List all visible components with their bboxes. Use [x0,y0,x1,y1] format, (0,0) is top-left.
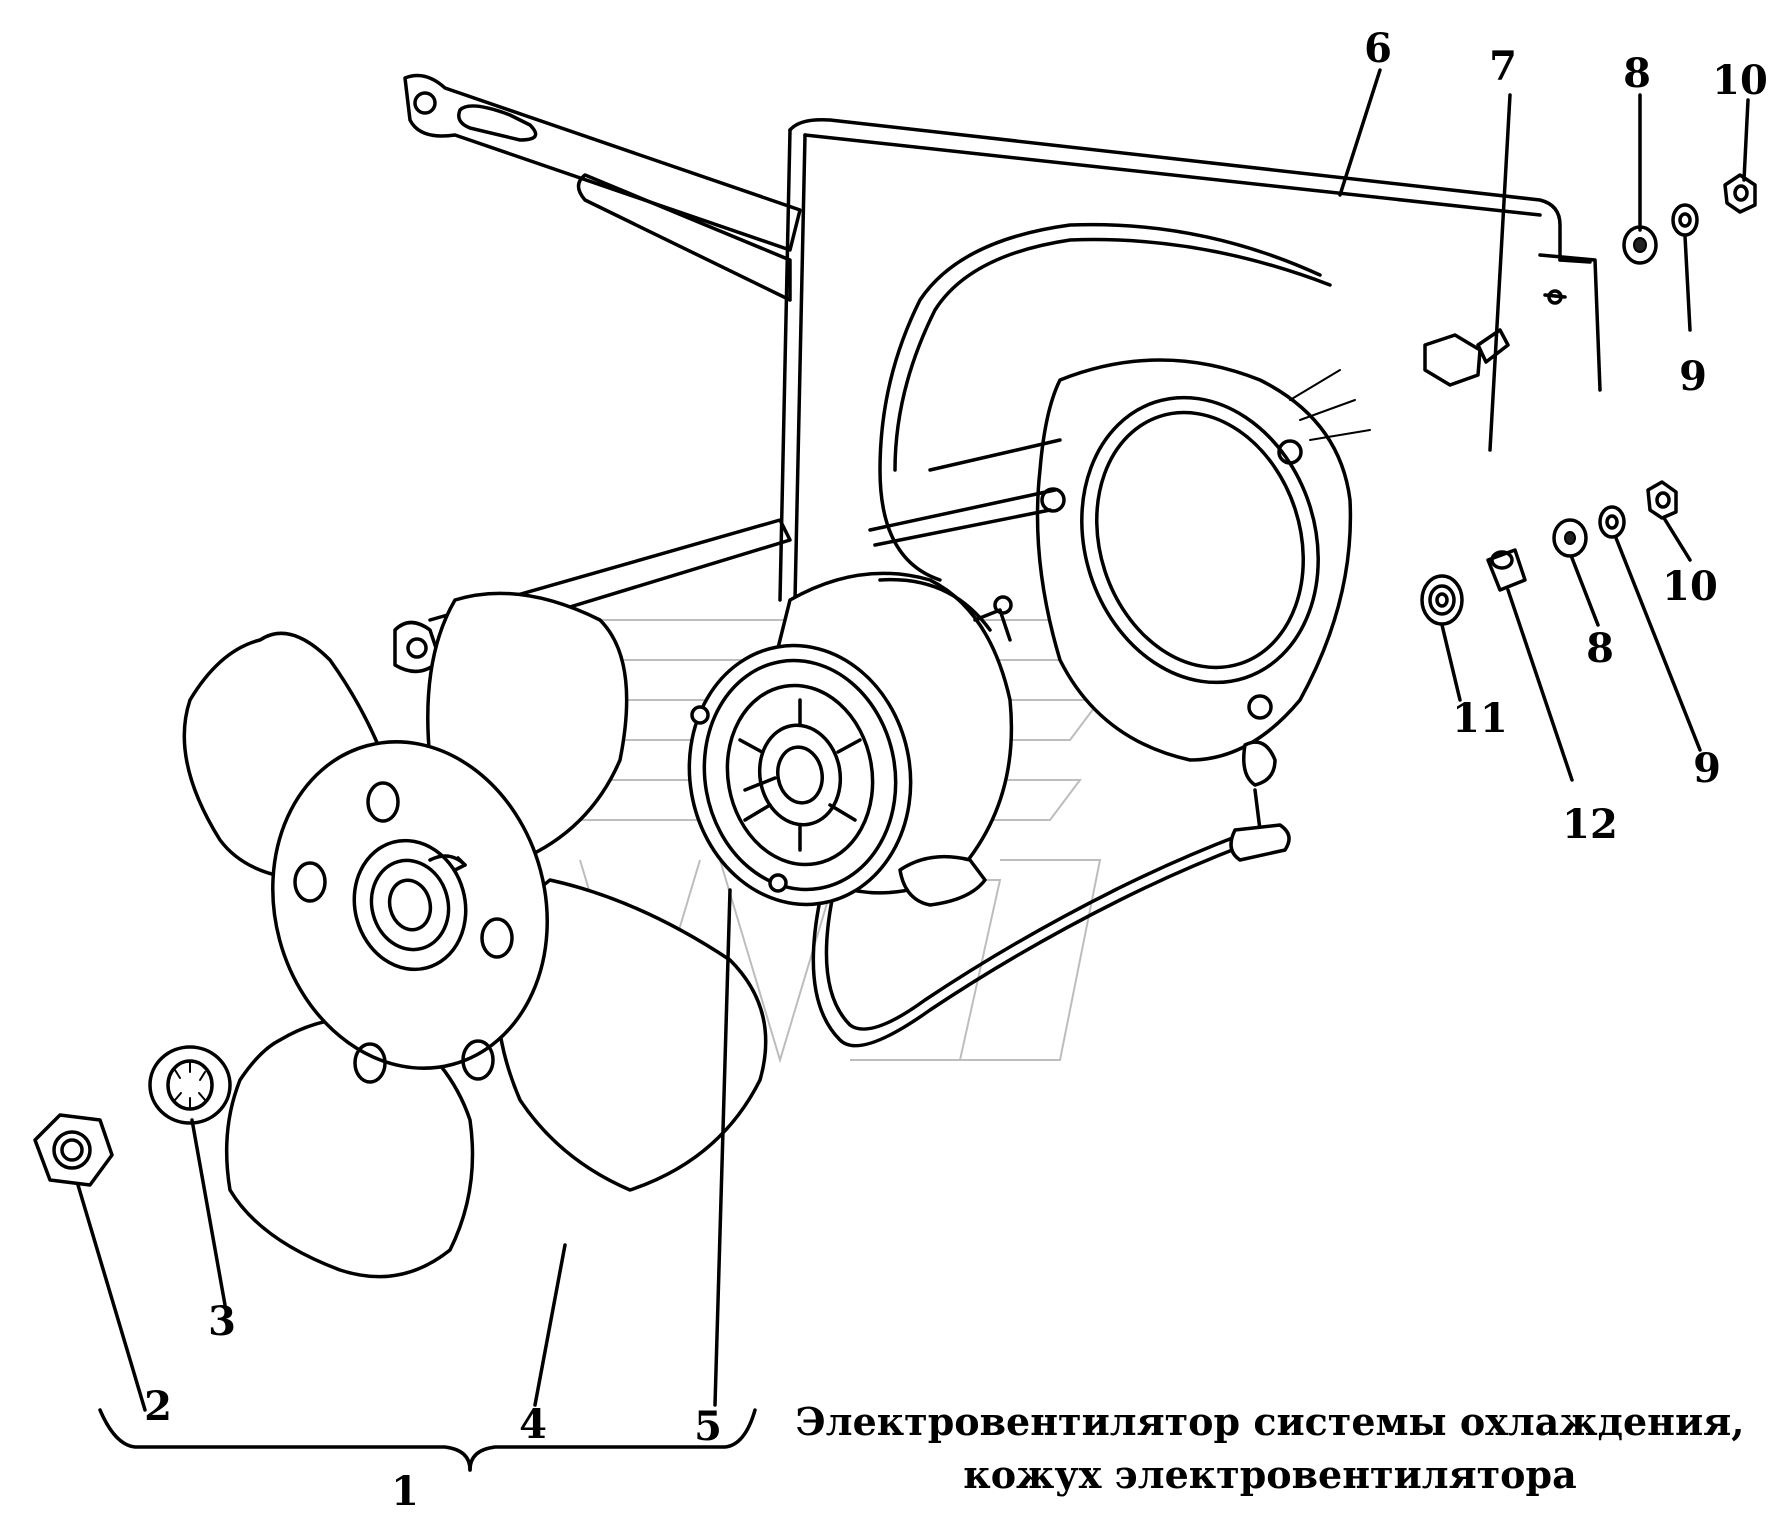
callout-3: 3 [208,1298,236,1345]
callout-6: 6 [1364,25,1392,72]
fan-impeller [182,591,768,1279]
callout-10-lower: 10 [1662,563,1718,610]
wire-harness [811,823,1291,1048]
callout-10-upper: 10 [1712,57,1768,104]
bolt [1423,328,1510,387]
callout-9-lower: 9 [1693,745,1721,792]
callout-5: 5 [694,1403,722,1450]
callout-12: 12 [1562,801,1618,848]
callout-4: 4 [519,1401,547,1448]
callout-7: 7 [1489,43,1517,90]
callout-8-upper: 8 [1623,50,1651,97]
callout-9-upper: 9 [1679,353,1707,400]
callout-2: 2 [144,1383,172,1430]
spline-washer [148,1045,232,1125]
caption-line-2: кожух электровентилятора [963,1452,1576,1497]
hex-nut [33,1113,114,1187]
leader-lines [76,68,1750,1472]
lower-fasteners [1420,480,1678,626]
fan-shroud [393,73,1602,832]
callout-1: 1 [391,1468,419,1514]
upper-fasteners [1622,173,1757,265]
callout-numbers: 1 2 3 4 5 6 7 8 8 9 9 10 10 11 12 [144,25,1768,1514]
callout-11: 11 [1452,695,1508,742]
callout-8-lower: 8 [1586,625,1614,672]
caption-line-1: Электровентилятор системы охлаждения, [796,1399,1745,1444]
electric-motor [687,571,1014,907]
